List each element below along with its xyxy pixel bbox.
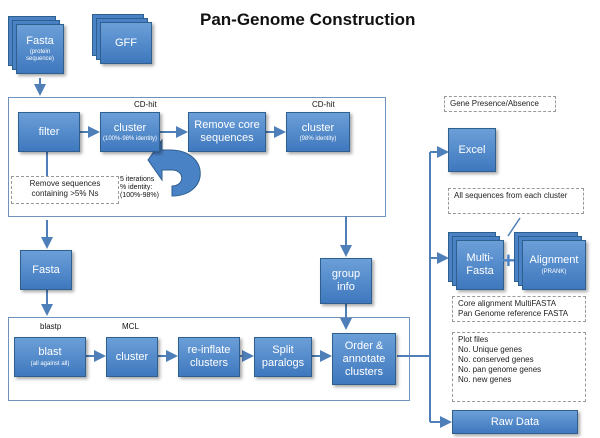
split-paralogs-box: Split paralogs	[254, 337, 312, 377]
blast-label: blast	[38, 346, 62, 358]
cluster2-box: cluster (98% identity)	[286, 112, 350, 152]
blastp-label: blastp	[40, 322, 62, 331]
mcl-label: MCL	[122, 322, 139, 331]
alignment-box: Alignment (PRANK)	[522, 240, 586, 290]
plot-files-line-3: No. conserved genes	[458, 355, 534, 364]
cluster1-sub: (100%-98% identity)	[102, 135, 158, 142]
fasta-input-label: Fasta	[26, 35, 54, 47]
plus-sign: +	[502, 248, 515, 273]
plot-files-line-4: No. pan genome genes	[458, 365, 542, 374]
fasta-input-sub: (protein sequence)	[25, 49, 55, 62]
raw-data-box: Raw Data	[452, 410, 578, 434]
remove-core-box: Remove core sequences	[188, 112, 266, 152]
reinflate-label: re-inflate clusters	[187, 344, 231, 369]
all-sequences-note: All sequences from each cluster	[448, 188, 584, 214]
plot-files-note: Plot files No. Unique genes No. conserve…	[452, 332, 586, 402]
cluster2-label: cluster	[301, 121, 335, 134]
reinflate-box: re-inflate clusters	[178, 337, 240, 377]
multifasta-box: Multi-Fasta	[456, 240, 504, 290]
remove-core-label: Remove core sequences	[194, 119, 260, 144]
core-alignment-line-2: Pan Genome reference FASTA	[458, 309, 569, 318]
split-paralogs-label: Split paralogs	[261, 344, 305, 369]
gene-presence-note: Gene Presence/Absence	[444, 96, 556, 112]
gff-input-label: GFF	[115, 36, 137, 49]
connector-all-seqs	[507, 217, 521, 237]
cluster1-label: cluster	[113, 121, 147, 134]
plot-files-line-5: No. new genes	[458, 375, 512, 384]
mcl-cluster-box: cluster	[106, 337, 158, 377]
core-alignment-line-1: Core alignment MultiFASTA	[458, 299, 557, 308]
cluster2-sub: (98% identity)	[299, 135, 337, 142]
group-info-box: group info	[320, 258, 372, 304]
excel-box: Excel	[448, 128, 496, 172]
alignment-label: Alignment	[529, 254, 579, 266]
iterations-line-1: 5 iterations	[120, 176, 155, 183]
raw-data-label: Raw Data	[490, 415, 540, 428]
core-alignment-note: Core alignment MultiFASTA Pan Genome ref…	[452, 296, 586, 322]
plot-files-line-1: Plot files	[458, 335, 489, 344]
iterations-note: 5 iterations % identity: (100%-98%)	[120, 176, 200, 200]
multifasta-label: Multi-Fasta	[466, 252, 494, 277]
group-info-label: group info	[331, 268, 361, 293]
gff-input-box: GFF	[100, 22, 152, 64]
filter-label: filter	[38, 125, 60, 138]
fasta-input-box: Fasta (protein sequence)	[16, 24, 64, 74]
iterations-line-3: (100%-98%)	[120, 192, 159, 199]
excel-label: Excel	[458, 143, 486, 156]
blast-box: blast (all against all)	[14, 337, 86, 377]
fasta-middle-label: Fasta	[32, 263, 60, 276]
order-annotate-label: Order & annotate clusters	[342, 339, 386, 378]
filter-box: filter	[18, 112, 80, 152]
remove-ns-note: Remove sequences containing >5% Ns	[11, 176, 119, 204]
cdhit-label-2: CD-hit	[312, 100, 335, 109]
mcl-cluster-label: cluster	[115, 350, 149, 363]
iterations-line-2: % identity:	[120, 184, 153, 191]
alignment-sub: (PRANK)	[541, 269, 567, 275]
cluster1-box: cluster (100%-98% identity)	[100, 112, 160, 152]
cdhit-label-1: CD-hit	[134, 100, 157, 109]
diagram-title: Pan-Genome Construction	[200, 10, 416, 29]
iteration-loop-arrow	[147, 138, 201, 197]
blast-sub: (all against all)	[30, 361, 70, 367]
plot-files-line-2: No. Unique genes	[458, 345, 523, 354]
fasta-middle-box: Fasta	[20, 250, 72, 290]
order-annotate-box: Order & annotate clusters	[332, 333, 396, 385]
